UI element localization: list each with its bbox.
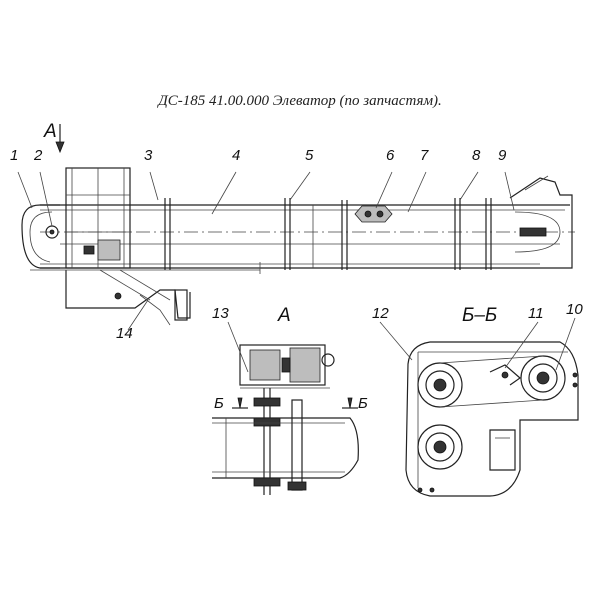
- callout-9: 9: [498, 147, 507, 164]
- callout-8: 8: [472, 147, 481, 164]
- view-a-label: А: [278, 305, 291, 326]
- leader-lines: [17, 171, 576, 373]
- callout-1: 1: [10, 147, 19, 164]
- callout-6: 6: [386, 147, 395, 164]
- view-arrow-label: А: [44, 121, 57, 142]
- view-a-detail: [212, 344, 359, 495]
- callout-12: 12: [372, 305, 389, 322]
- drawing-title: ДС-185 41.00.000 Элеватор (по запчастям)…: [158, 93, 442, 109]
- section-bb-detail: [405, 341, 579, 497]
- callout-10: 10: [566, 301, 583, 318]
- section-mark-left: Б: [214, 395, 224, 412]
- callout-14: 14: [116, 325, 133, 342]
- callout-2: 2: [34, 147, 43, 164]
- view-arrow: [55, 124, 65, 154]
- elevator-housing: [21, 167, 575, 326]
- callout-5: 5: [305, 147, 314, 164]
- callout-11: 11: [528, 305, 544, 322]
- callout-13: 13: [212, 305, 229, 322]
- callout-7: 7: [420, 147, 429, 164]
- callout-4: 4: [232, 147, 241, 164]
- section-mark-right: Б: [358, 395, 368, 412]
- callout-3: 3: [144, 147, 153, 164]
- section-bb-label: Б–Б: [462, 305, 498, 326]
